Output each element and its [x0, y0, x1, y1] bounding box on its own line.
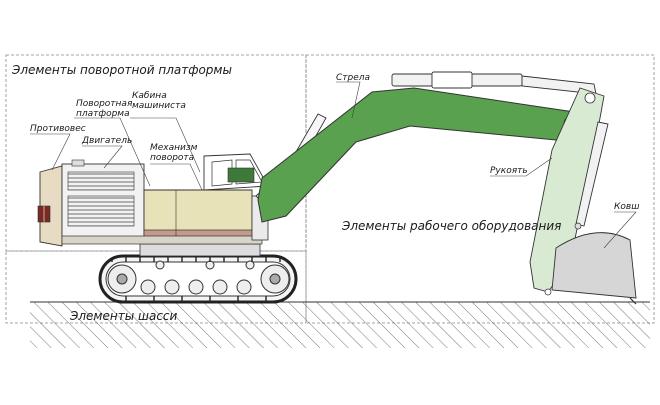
leader-lines — [30, 81, 637, 249]
section-title-equipment: Элементы рабочего оборудования — [341, 219, 561, 233]
engine-housing — [61, 159, 145, 241]
counterweight — [37, 165, 63, 247]
section-title-platform: Элементы поворотной платформы — [11, 63, 232, 77]
callout-swing-line1: Механизм — [150, 143, 198, 153]
bucket — [544, 232, 637, 305]
callout-swing-line2: поворота — [150, 153, 194, 163]
track-rollers — [107, 260, 290, 295]
callout-bucket: Ковш — [614, 202, 639, 212]
track-undercarriage — [98, 243, 298, 304]
callout-cabin-line1: Кабина — [132, 91, 167, 101]
operator-cabin — [203, 153, 269, 191]
rotating-platform — [61, 189, 269, 245]
ground — [30, 301, 650, 348]
callout-boom: Стрела — [336, 73, 370, 83]
stick-cylinder — [391, 71, 597, 95]
callout-platform-line2: платформа — [76, 109, 130, 119]
callout-stick: Рукоять — [490, 166, 528, 176]
callout-platform-line1: Поворотная — [76, 99, 133, 109]
callout-cabin-line2: машиниста — [132, 101, 186, 111]
section-title-chassis: Элементы шасси — [69, 309, 178, 323]
callout-engine: Двигатель — [81, 136, 132, 146]
bucket-cylinder — [574, 121, 609, 230]
callout-counterweight: Противовес — [30, 124, 86, 134]
